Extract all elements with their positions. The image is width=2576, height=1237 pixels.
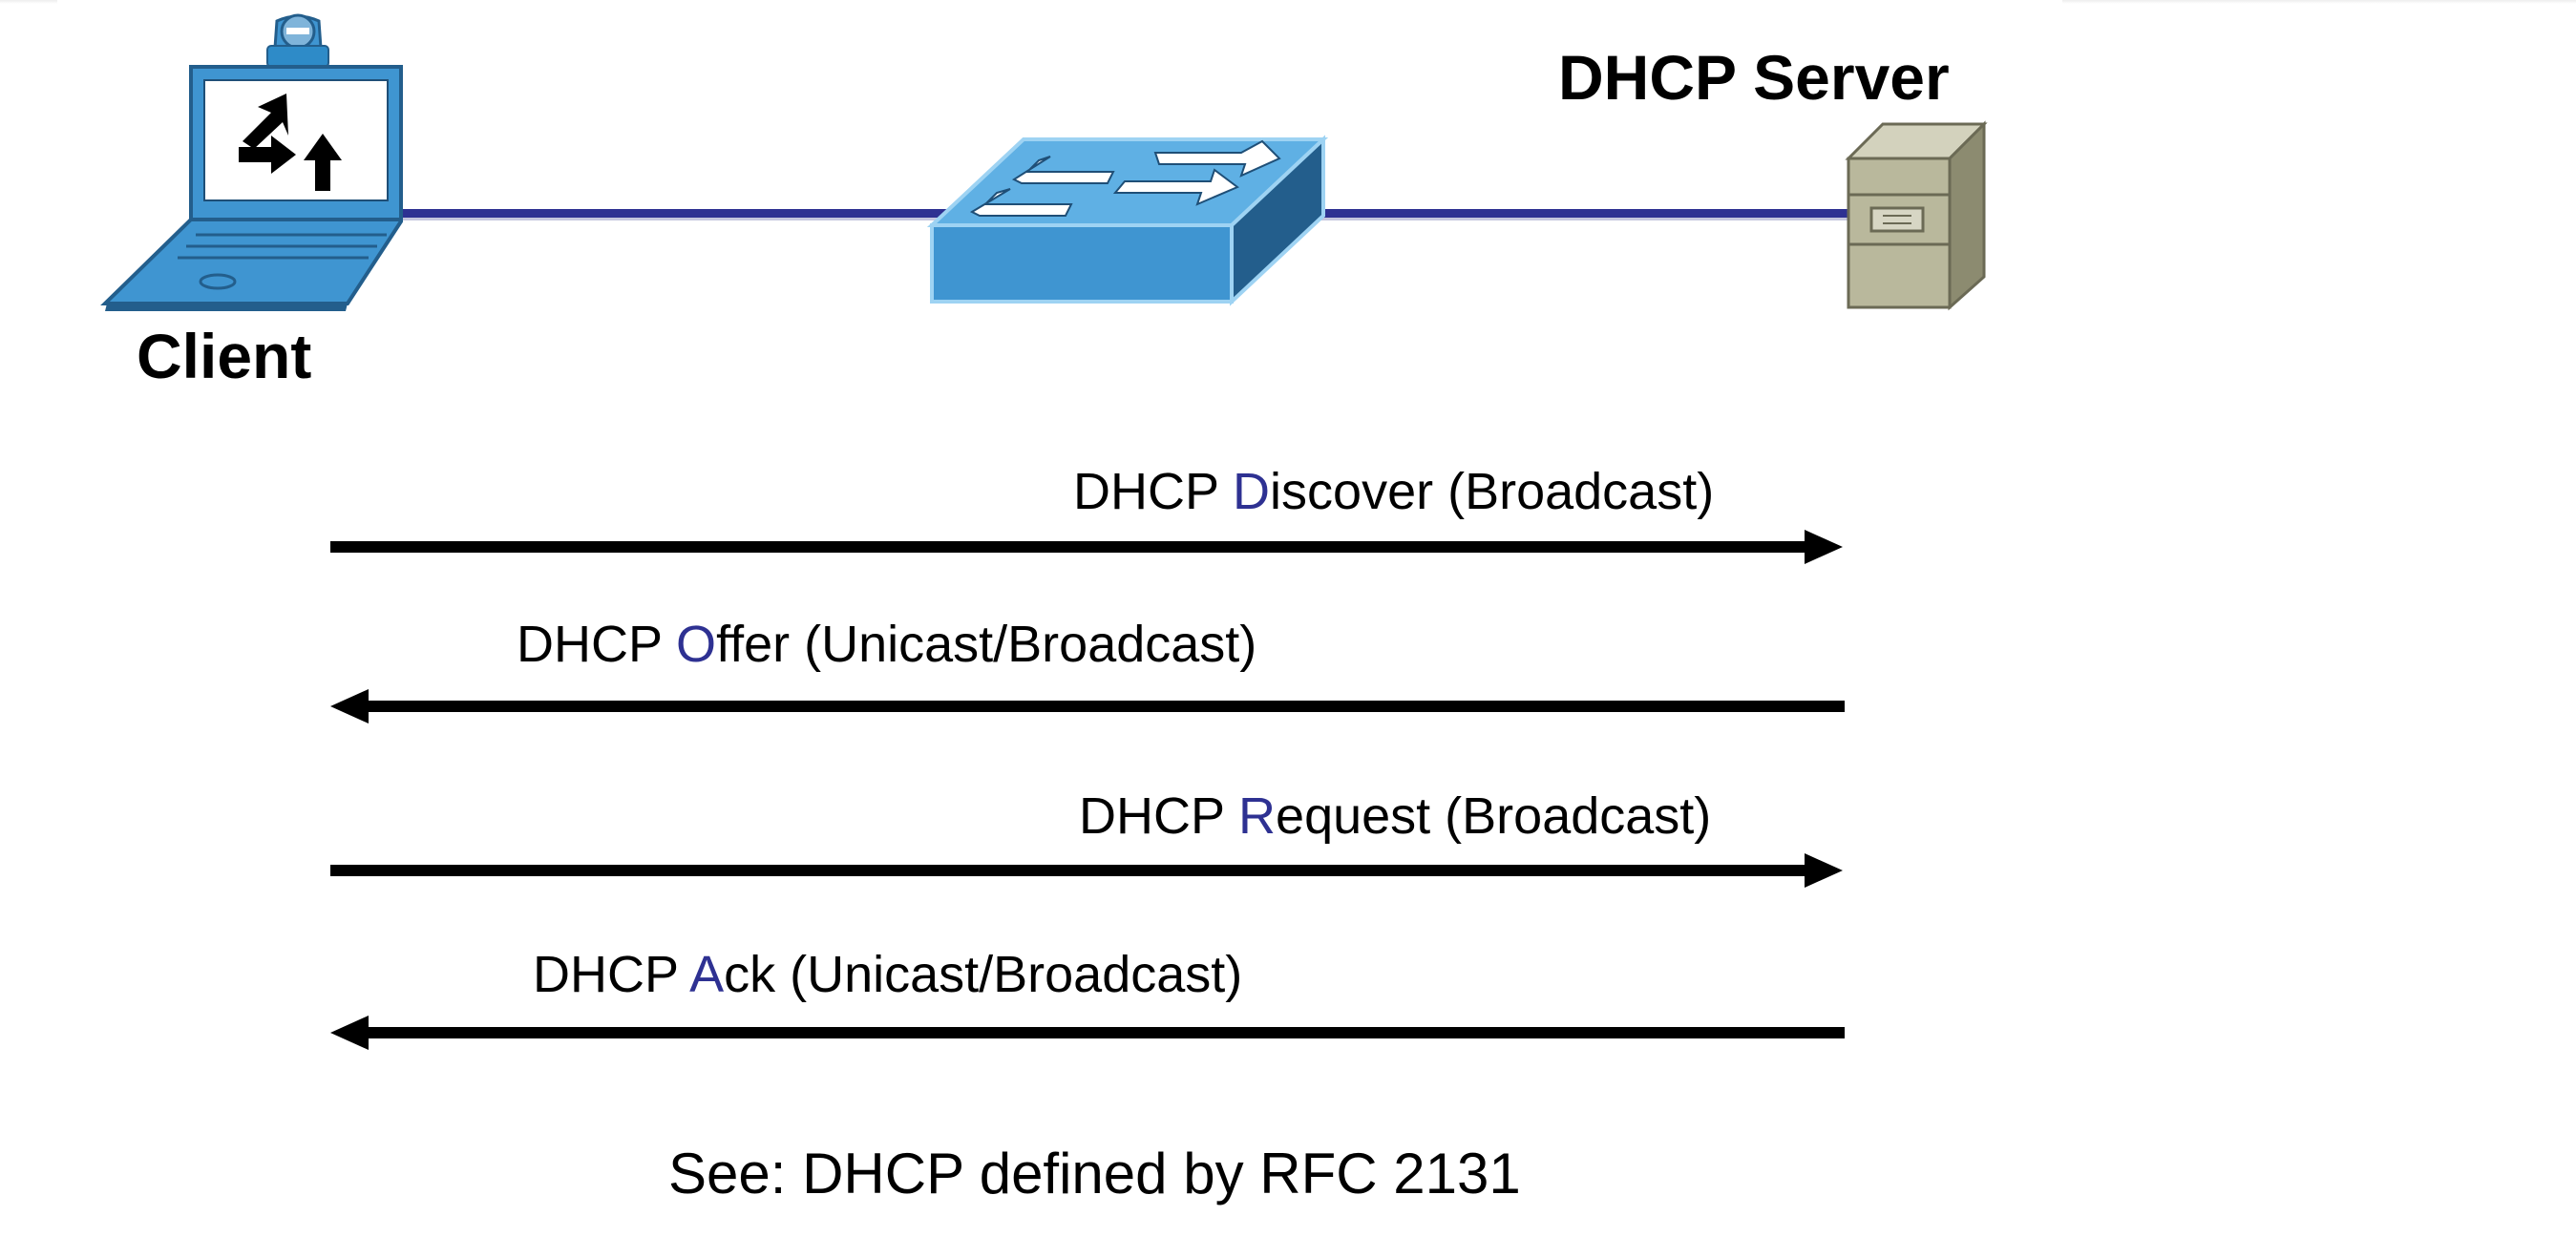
message-key-letter: O <box>676 616 717 673</box>
message-arrows <box>330 530 1845 1050</box>
message-key-letter: D <box>1233 463 1271 520</box>
top-edge-shadow-left <box>0 0 57 4</box>
request-message-label: DHCP Request (Broadcast) <box>1079 790 1711 842</box>
ack-arrow <box>330 1016 1845 1050</box>
message-key-letter: R <box>1238 787 1277 845</box>
server-label: DHCP Server <box>1558 42 1950 113</box>
message-prefix: DHCP <box>1079 787 1239 845</box>
message-prefix: DHCP <box>1073 463 1234 520</box>
offer-message-label: DHCP Offer (Unicast/Broadcast) <box>517 618 1256 670</box>
rfc-footnote: See: DHCP defined by RFC 2131 <box>668 1142 1521 1206</box>
message-prefix: DHCP <box>517 616 677 673</box>
discover-arrow <box>330 530 1843 564</box>
request-arrow <box>330 853 1843 888</box>
offer-arrow <box>330 689 1845 723</box>
server-icon <box>1845 120 1988 311</box>
discover-message-label: DHCP Discover (Broadcast) <box>1073 466 1714 517</box>
message-rest: equest (Broadcast) <box>1276 787 1712 845</box>
message-key-letter: A <box>689 946 725 1003</box>
message-prefix: DHCP <box>533 946 690 1003</box>
switch-icon <box>926 135 1329 306</box>
laptop-icon <box>100 13 403 311</box>
message-rest: ck (Unicast/Broadcast) <box>724 946 1243 1003</box>
top-edge-shadow-right <box>2062 0 2576 4</box>
client-label: Client <box>137 321 312 391</box>
message-rest: iscover (Broadcast) <box>1270 463 1715 520</box>
ack-message-label: DHCP Ack (Unicast/Broadcast) <box>533 949 1242 1000</box>
message-rest: ffer (Unicast/Broadcast) <box>716 616 1257 673</box>
